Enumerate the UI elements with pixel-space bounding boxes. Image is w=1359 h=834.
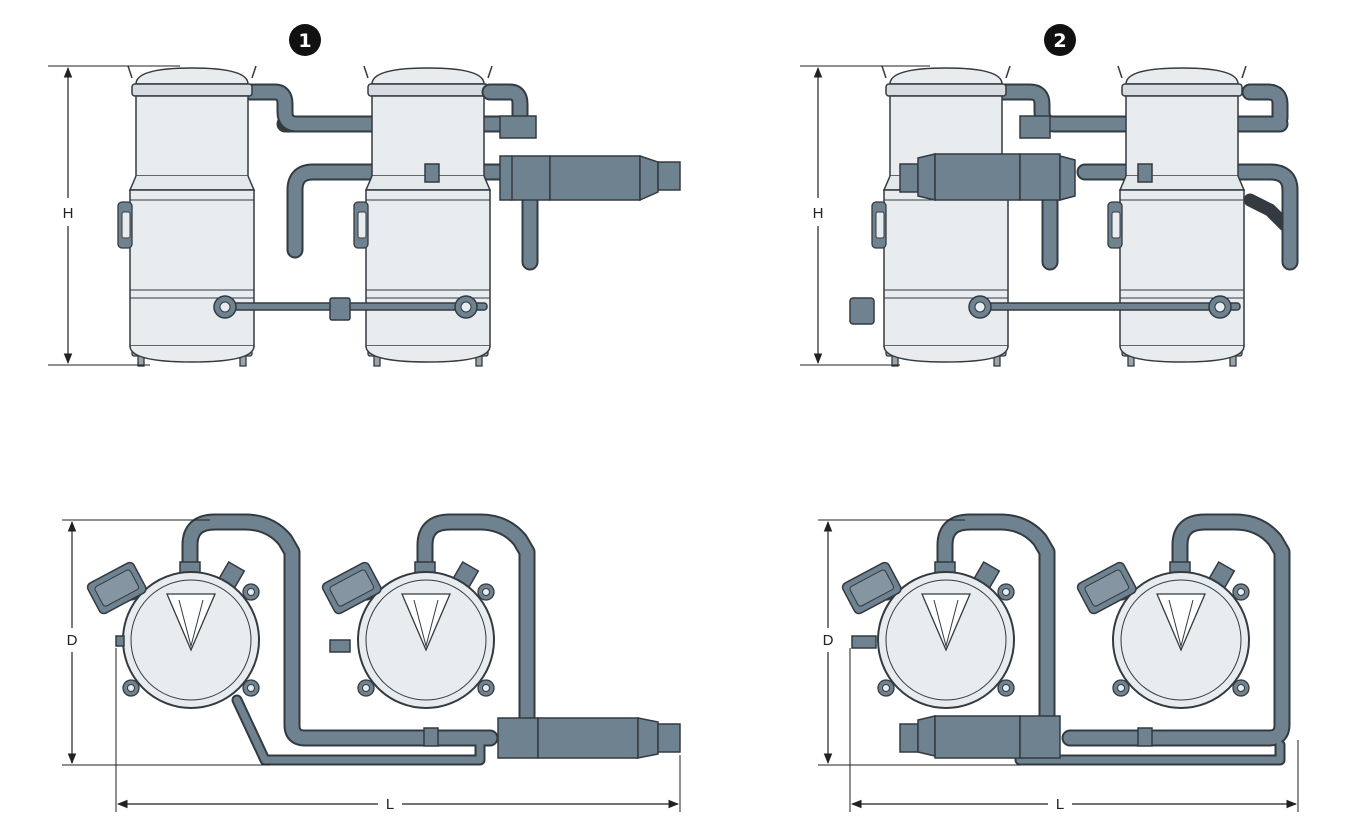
variant-1-top-view: D L <box>62 513 681 813</box>
variant-1-length-dimension: L <box>115 648 681 813</box>
depth-label: D <box>823 632 834 649</box>
variant-1-badge: 1 <box>289 24 321 56</box>
variant-2-badge: 2 <box>1044 24 1076 56</box>
variant-2-badge-number: 2 <box>1053 30 1066 52</box>
variant-2-height-dimension: H <box>800 65 930 366</box>
depth-label: D <box>67 632 78 649</box>
length-label: L <box>1056 796 1064 813</box>
compressor-1a-side <box>117 65 257 367</box>
variant-1: 1 <box>48 24 681 813</box>
variant-2-top-view: D L <box>818 513 1299 813</box>
compressor-2a-side <box>871 65 1011 367</box>
height-label: H <box>813 205 824 222</box>
variant-2-length-dimension: L <box>849 648 1299 813</box>
variant-1-badge-number: 1 <box>298 30 311 52</box>
variant-1-depth-dimension: D <box>62 519 270 766</box>
variant-1-side-view: H <box>48 65 681 367</box>
variant-2-depth-dimension: D <box>818 519 1020 766</box>
compressor-1b-side <box>353 65 493 367</box>
compressor-2b-side <box>1107 65 1247 367</box>
variant-2: 2 <box>800 24 1299 813</box>
height-label: H <box>63 205 74 222</box>
variant-1-height-dimension: H <box>48 65 180 366</box>
length-label: L <box>386 796 394 813</box>
variant-2-side-view: H <box>800 65 1299 367</box>
